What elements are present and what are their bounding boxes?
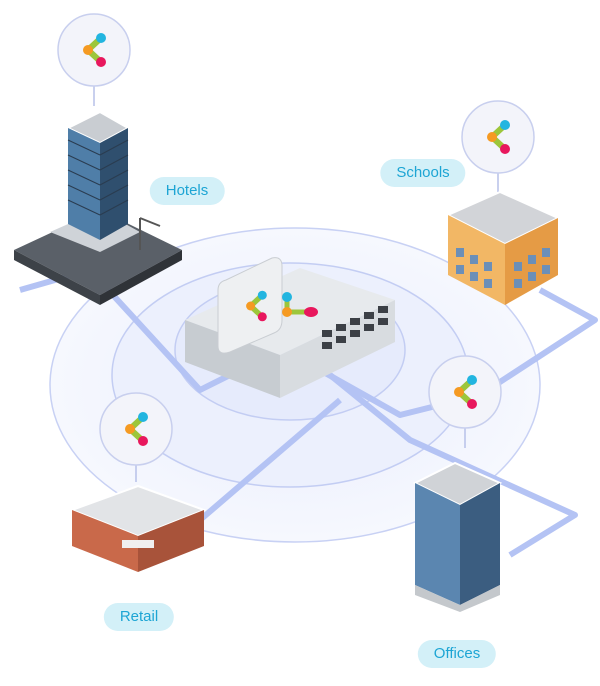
label-hotels: Hotels: [149, 177, 225, 205]
school-building-icon: [445, 190, 561, 305]
hotel-building-icon: [14, 110, 182, 305]
connector-lines: [93, 86, 499, 482]
office-building-icon: [412, 461, 503, 612]
label-retail: Retail: [103, 603, 175, 631]
logo-badge-hotels: [57, 13, 131, 87]
link-offices: [328, 372, 578, 558]
network-switch-icon: [185, 257, 395, 398]
label-schools: Schools: [380, 159, 466, 187]
logo-badge-retail: [99, 392, 173, 466]
label-offices: Offices: [417, 640, 497, 668]
logo-badge-schools: [461, 100, 535, 174]
link-retail: [198, 397, 342, 523]
logo-badge-offices: [428, 355, 502, 429]
retail-building-icon: [69, 484, 207, 572]
